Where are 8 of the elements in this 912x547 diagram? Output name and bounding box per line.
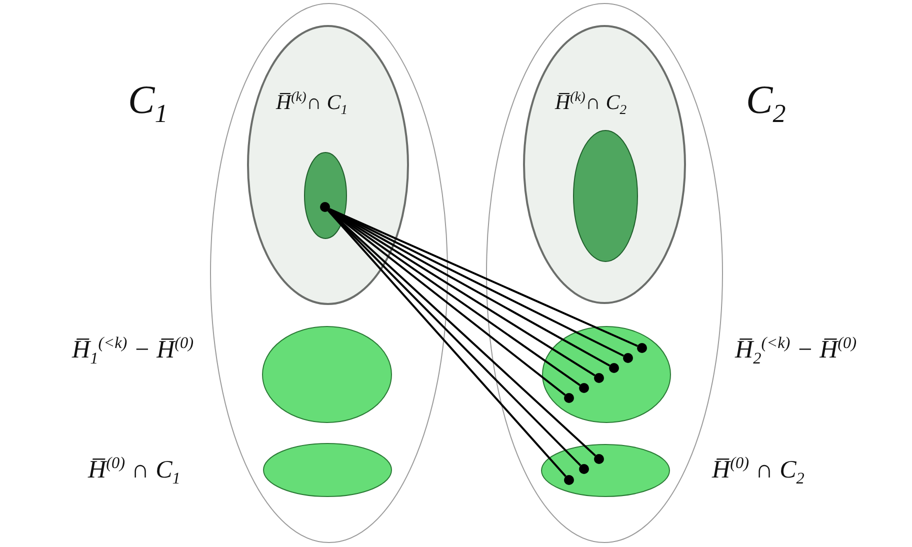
set-label: H̅$_{1}$$^{(<k)}$ − H̅$^{(0)}$ <box>72 335 194 367</box>
set-label: H̅$^{(0)}$ ∩ C$_{2}$ <box>712 455 804 487</box>
set-label: H̅$^{(k)}$∩ C$_{1}$ <box>276 90 348 117</box>
set-label: H̅$^{(0)}$ ∩ C$_{1}$ <box>88 455 180 487</box>
set-label: C$_{2}$ <box>746 80 786 127</box>
set-label: H̅$_{2}$$^{(<k)}$ − H̅$^{(0)}$ <box>735 335 857 367</box>
set-label: H̅$^{(k)}$∩ C$_{2}$ <box>555 90 627 117</box>
set-label: C$_{1}$ <box>128 80 168 127</box>
